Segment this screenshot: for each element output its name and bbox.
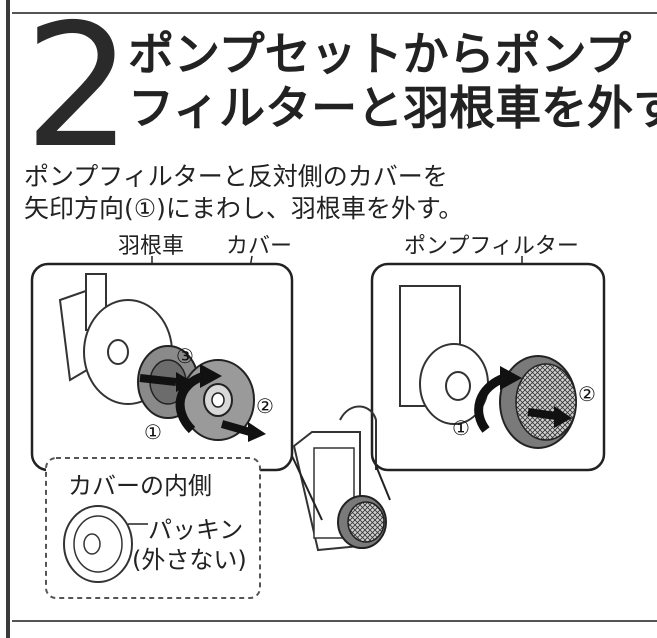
marker-3: ③ bbox=[176, 344, 194, 368]
gasket-label: パッキン bbox=[148, 516, 244, 544]
arrow-2-left bbox=[220, 420, 252, 436]
title-line-2: フィルターと羽根車を外す bbox=[128, 81, 657, 135]
inset-title: カバーの内側 bbox=[68, 472, 212, 500]
arrow-2-right bbox=[527, 408, 557, 420]
cover-label: カバー bbox=[226, 234, 293, 259]
marker-1-right: ① bbox=[452, 416, 470, 440]
gasket-note: (外さない) bbox=[132, 546, 247, 574]
description-line-1: ポンプフィルターと反対側のカバーを bbox=[24, 162, 448, 191]
marker-2-left: ② bbox=[256, 394, 274, 418]
bottom-divider bbox=[12, 620, 657, 622]
page-border bbox=[6, 0, 10, 638]
step-number: 2 bbox=[24, 0, 132, 186]
description-line-2: 矢印方向(①)にまわし、羽根車を外す。 bbox=[24, 194, 464, 223]
pump-shaft bbox=[107, 339, 129, 365]
pump-filter-label: ポンプフィルター bbox=[404, 234, 579, 259]
impeller-label: 羽根車 bbox=[118, 234, 185, 259]
arrow-3 bbox=[139, 374, 177, 386]
rotation-arrow-right bbox=[474, 373, 506, 433]
marker-2-right: ② bbox=[578, 382, 596, 406]
title-line-1: ポンプセットからポンプ bbox=[128, 27, 632, 81]
top-divider bbox=[12, 12, 657, 14]
rotation-arrow-left bbox=[175, 371, 206, 434]
marker-1-left: ① bbox=[144, 420, 162, 444]
